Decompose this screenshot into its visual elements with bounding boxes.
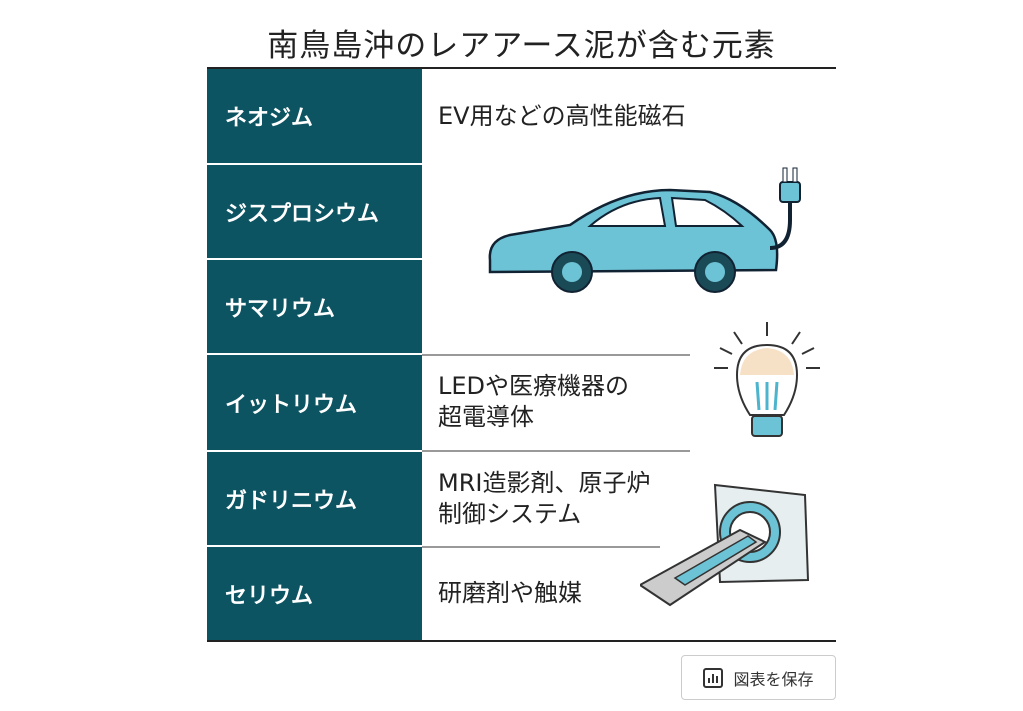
mri-scanner-icon xyxy=(640,483,810,607)
electric-car-icon xyxy=(488,167,801,293)
save-figure-button[interactable]: 図表を保存 xyxy=(681,655,836,700)
element-gadolinium: ガドリニウム xyxy=(207,452,422,545)
use-polish: 研磨剤や触媒 xyxy=(438,579,582,607)
element-cerium: セリウム xyxy=(207,547,422,640)
use-magnets: EV用などの高性能磁石 xyxy=(438,102,686,130)
divider xyxy=(422,354,690,356)
use-mri: MRI造影剤、原子炉制御システム xyxy=(438,469,651,528)
bar-chart-icon xyxy=(703,667,724,688)
element-yttrium: イットリウム xyxy=(207,355,422,450)
light-bulb-icon xyxy=(714,322,820,437)
element-dysprosium: ジスプロシウム xyxy=(207,165,422,258)
element-neodymium: ネオジム xyxy=(207,69,422,163)
element-samarium: サマリウム xyxy=(207,260,422,353)
save-figure-label: 図表を保存 xyxy=(733,669,814,689)
divider xyxy=(422,450,690,452)
top-rule xyxy=(207,67,836,69)
divider xyxy=(422,546,660,548)
use-led: LEDや医療機器の超電導体 xyxy=(438,372,630,431)
figure-title: 南鳥島沖のレアアース泥が含む元素 xyxy=(267,28,776,64)
bottom-rule xyxy=(207,640,836,642)
